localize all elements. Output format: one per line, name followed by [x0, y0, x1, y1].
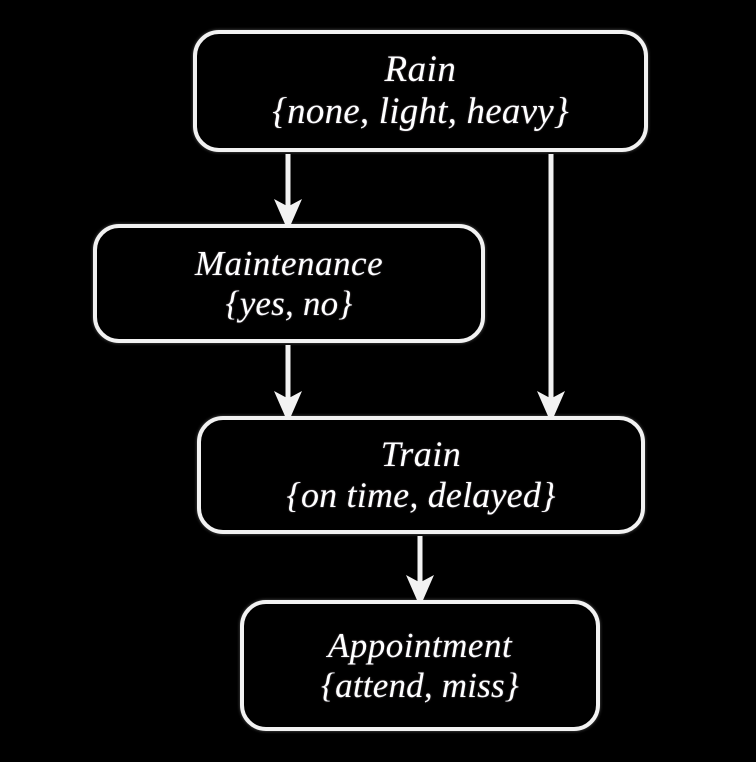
node-maintenance-name: Maintenance	[194, 243, 384, 283]
node-appointment[interactable]: Appointment {attend, miss}	[240, 600, 600, 731]
node-maintenance-domain: {yes, no}	[225, 283, 353, 323]
node-maintenance[interactable]: Maintenance {yes, no}	[93, 224, 485, 343]
node-rain-domain: {none, light, heavy}	[272, 91, 569, 132]
node-train-name: Train	[380, 433, 462, 474]
node-train[interactable]: Train {on time, delayed}	[197, 416, 645, 534]
node-appointment-domain: {attend, miss}	[320, 665, 520, 705]
node-rain[interactable]: Rain {none, light, heavy}	[193, 30, 648, 152]
node-train-domain: {on time, delayed}	[286, 475, 556, 515]
node-rain-name: Rain	[384, 48, 457, 90]
node-appointment-name: Appointment	[327, 625, 513, 665]
